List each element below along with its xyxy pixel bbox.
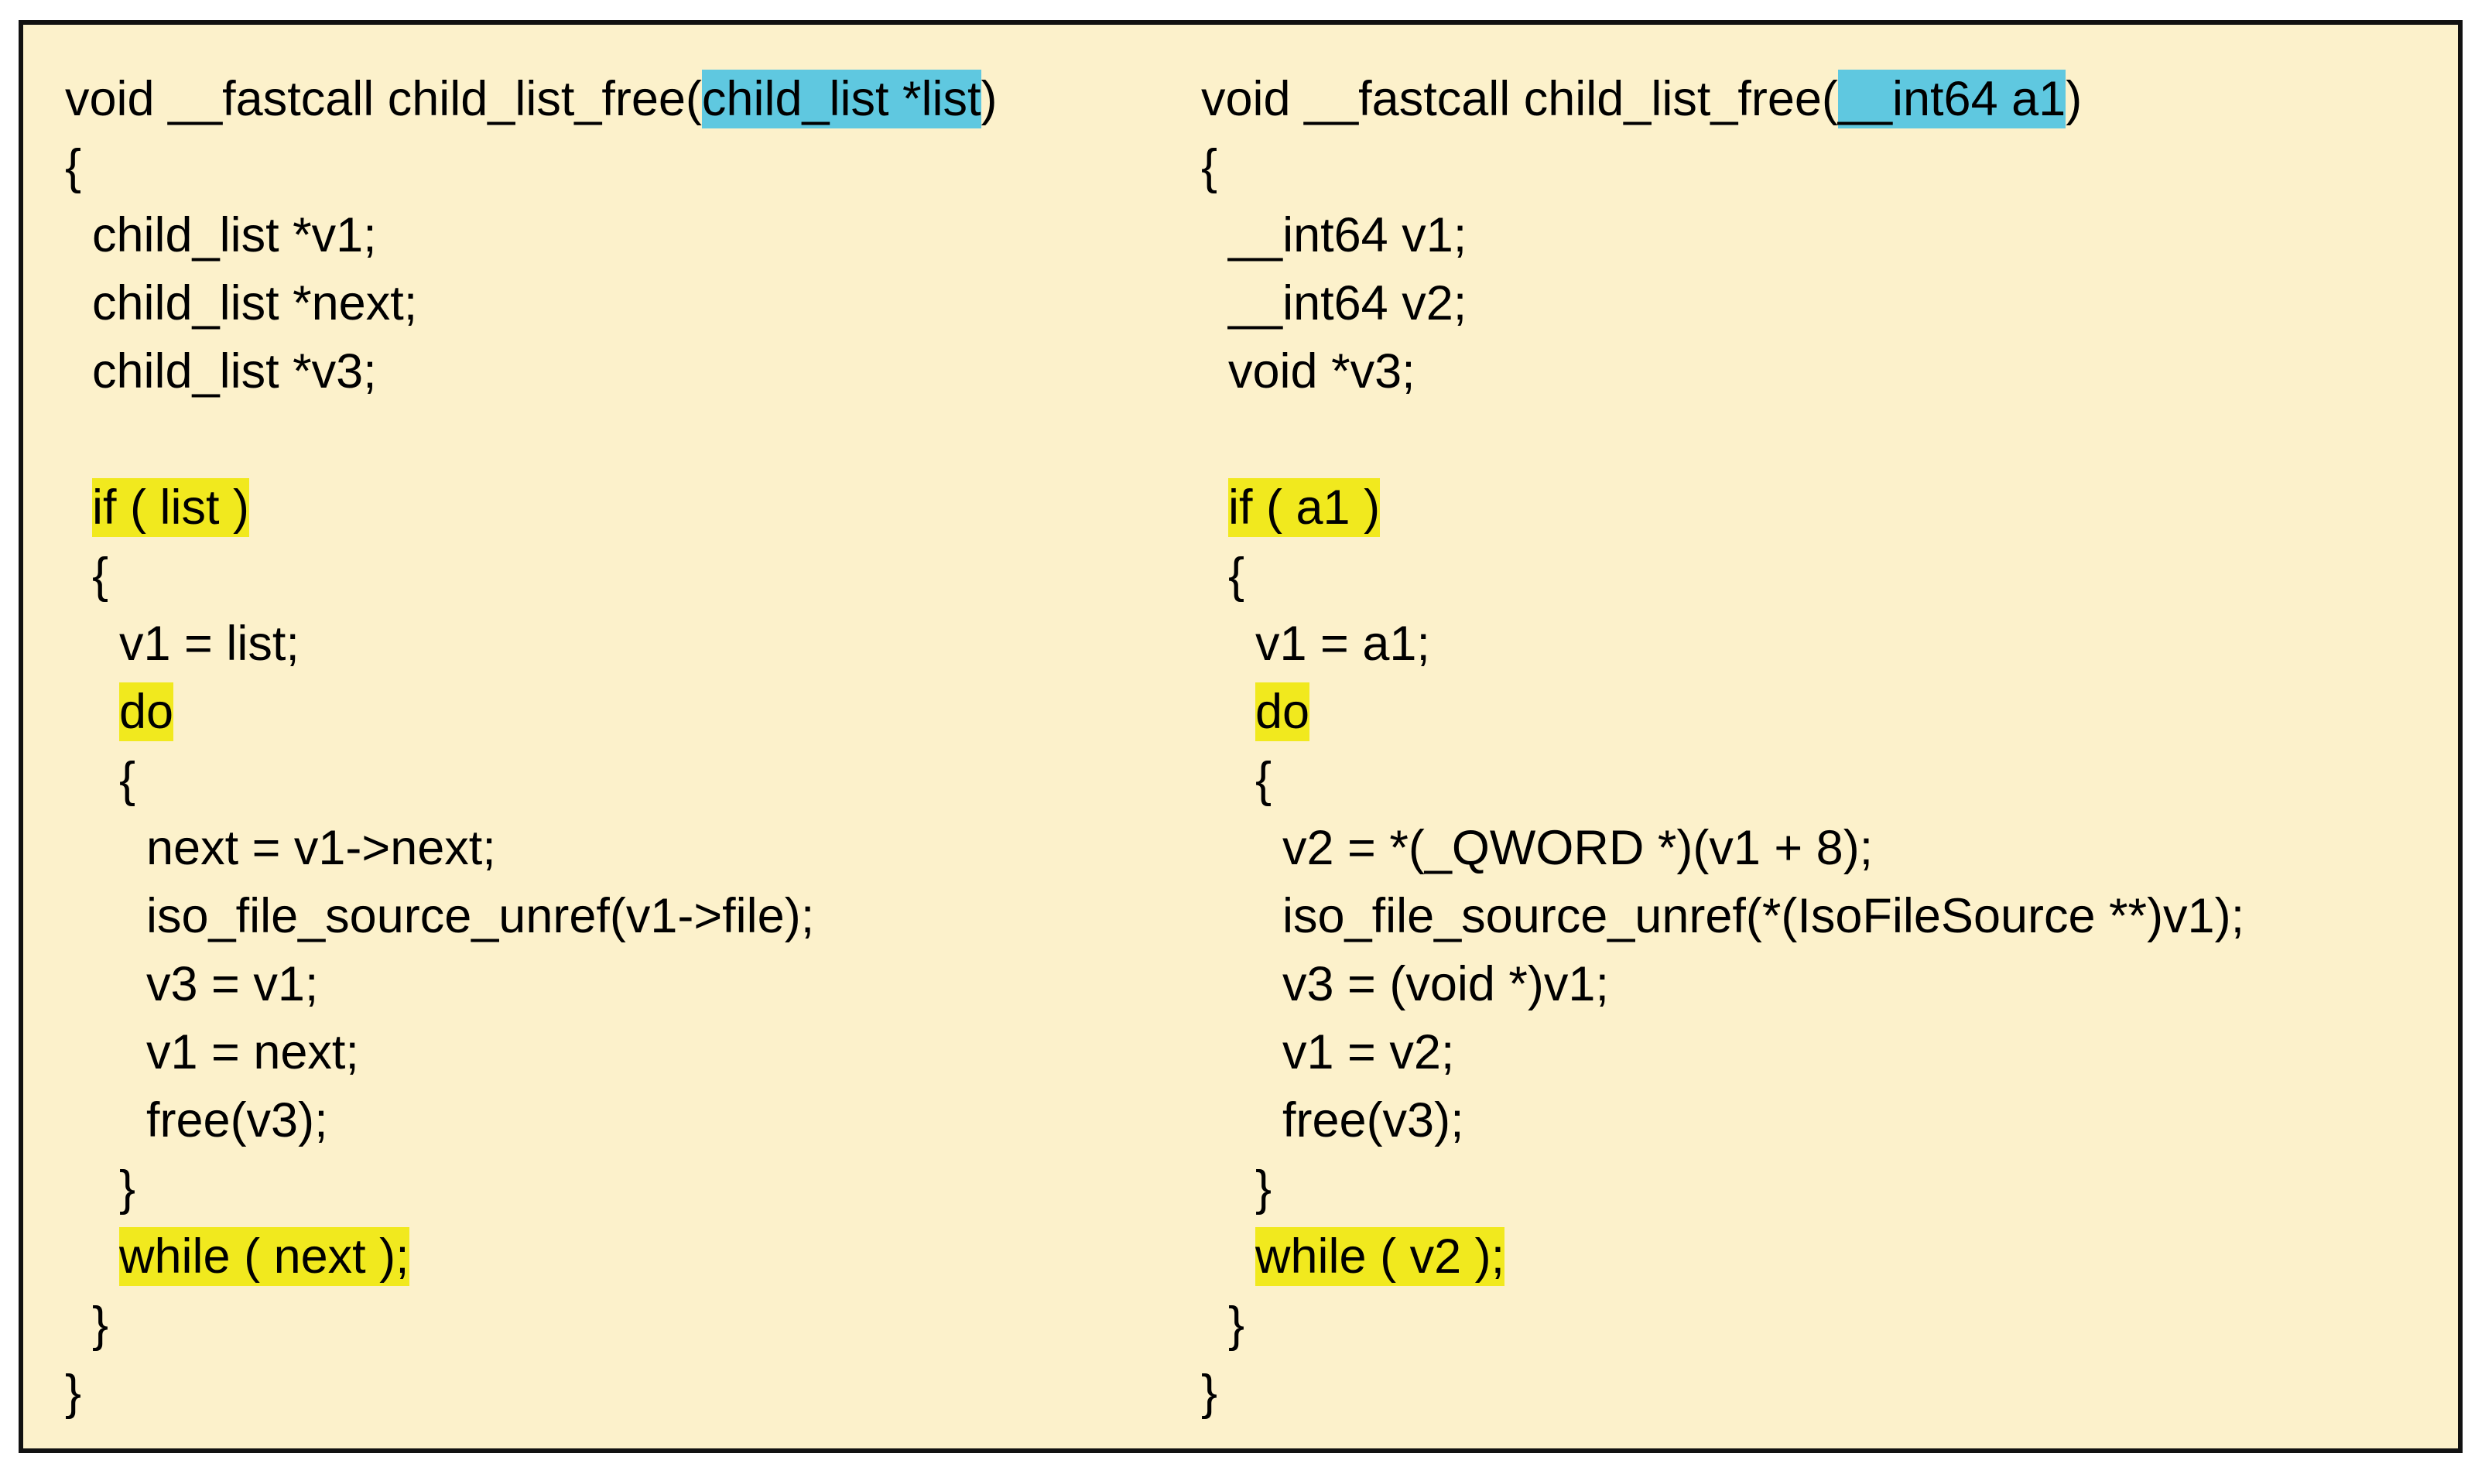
right-code-line: }	[1201, 1154, 2244, 1222]
code-text: v1 = v2;	[1201, 1025, 1455, 1079]
code-text: {	[65, 140, 82, 194]
highlighted-yellow-code: do	[1255, 682, 1310, 741]
right-code-line: {	[1201, 133, 2244, 201]
left-code-line: child_list *v3;	[65, 337, 998, 405]
left-code-line: iso_file_source_unref(v1->file);	[65, 882, 998, 950]
code-text	[65, 682, 119, 741]
right-code-line: }	[1201, 1291, 2244, 1359]
left-code-line: v3 = v1;	[65, 950, 998, 1018]
left-code-line: do	[65, 678, 998, 746]
code-text	[65, 478, 92, 537]
left-code-line: free(v3);	[65, 1086, 998, 1154]
code-text: }	[65, 1161, 136, 1216]
right-code-line: void __fastcall child_list_free(__int64 …	[1201, 65, 2244, 133]
code-text: void __fastcall child_list_free(	[65, 72, 702, 126]
highlighted-yellow-code: if ( a1 )	[1228, 478, 1381, 537]
code-text: child_list *v3;	[65, 344, 377, 398]
right-code-line: __int64 v2;	[1201, 269, 2244, 337]
code-text: }	[1201, 1161, 1272, 1216]
code-text: v1 = list;	[65, 617, 300, 671]
code-text	[1201, 1227, 1255, 1286]
right-code-line: v3 = (void *)v1;	[1201, 950, 2244, 1018]
code-text	[1201, 478, 1228, 537]
highlighted-yellow-code: while ( next );	[119, 1227, 409, 1286]
left-code-line: }	[65, 1154, 998, 1222]
highlighted-cyan-code: __int64 a1	[1837, 70, 2066, 128]
left-code-line: child_list *next;	[65, 269, 998, 337]
right-code-line: do	[1201, 678, 2244, 746]
code-text	[1201, 682, 1255, 741]
right-code-line: v1 = a1;	[1201, 610, 2244, 678]
code-text: v1 = next;	[65, 1025, 359, 1079]
right-code-line: {	[1201, 542, 2244, 610]
left-code-line: {	[65, 542, 998, 610]
code-text	[65, 1227, 119, 1286]
code-text: {	[1201, 549, 1245, 603]
left-code-line: }	[65, 1291, 998, 1359]
code-text: next = v1->next;	[65, 821, 496, 875]
code-text: }	[1201, 1366, 1218, 1420]
right-code-line: {	[1201, 746, 2244, 814]
code-text: void __fastcall child_list_free(	[1201, 72, 1838, 126]
right-code-line: while ( v2 );	[1201, 1222, 2244, 1291]
code-text: {	[65, 753, 136, 807]
right-code-line: free(v3);	[1201, 1086, 2244, 1154]
code-text: child_list *next;	[65, 276, 418, 330]
code-text: {	[65, 549, 109, 603]
left-code-line: {	[65, 746, 998, 814]
code-text: __int64 v1;	[1201, 208, 1467, 262]
left-code-line: child_list *v1;	[65, 201, 998, 269]
left-code-listing: void __fastcall child_list_free(child_li…	[65, 65, 998, 1427]
left-code-line: v1 = next;	[65, 1018, 998, 1086]
code-text: free(v3);	[1201, 1093, 1464, 1147]
code-text: child_list *v1;	[65, 208, 377, 262]
highlighted-yellow-code: do	[119, 682, 174, 741]
right-code-line: __int64 v1;	[1201, 201, 2244, 269]
code-text: {	[1201, 140, 1218, 194]
code-text: }	[1201, 1298, 1245, 1352]
left-code-line: next = v1->next;	[65, 814, 998, 882]
left-code-line: v1 = list;	[65, 610, 998, 678]
code-text: v2 = *(_QWORD *)(v1 + 8);	[1201, 821, 1874, 875]
code-text: iso_file_source_unref(v1->file);	[65, 889, 815, 943]
code-text: v3 = (void *)v1;	[1201, 957, 1609, 1011]
code-text: {	[1201, 753, 1272, 807]
right-code-line	[1201, 405, 2244, 474]
code-text: }	[65, 1298, 109, 1352]
code-text: }	[65, 1366, 82, 1420]
left-code-line: {	[65, 133, 998, 201]
right-code-line: v2 = *(_QWORD *)(v1 + 8);	[1201, 814, 2244, 882]
highlighted-cyan-code: child_list *list	[701, 70, 981, 128]
code-text: void *v3;	[1201, 344, 1415, 398]
right-code-line: v1 = v2;	[1201, 1018, 2244, 1086]
left-code-line: if ( list )	[65, 474, 998, 542]
left-code-line: void __fastcall child_list_free(child_li…	[65, 65, 998, 133]
decompiled-code-comparison-panel: void __fastcall child_list_free(child_li…	[19, 20, 2463, 1453]
highlighted-yellow-code: while ( v2 );	[1255, 1227, 1505, 1286]
highlighted-yellow-code: if ( list )	[92, 478, 249, 537]
code-text: __int64 v2;	[1201, 276, 1467, 330]
code-text: )	[981, 72, 998, 126]
right-code-listing: void __fastcall child_list_free(__int64 …	[1201, 65, 2244, 1427]
code-text: iso_file_source_unref(*(IsoFileSource **…	[1201, 889, 2245, 943]
code-text: v3 = v1;	[65, 957, 319, 1011]
code-text: free(v3);	[65, 1093, 328, 1147]
code-text: )	[2066, 72, 2083, 126]
right-code-line: }	[1201, 1359, 2244, 1427]
right-code-line: if ( a1 )	[1201, 474, 2244, 542]
right-code-line: void *v3;	[1201, 337, 2244, 405]
left-code-line	[65, 405, 998, 474]
code-text: v1 = a1;	[1201, 617, 1430, 671]
right-code-line: iso_file_source_unref(*(IsoFileSource **…	[1201, 882, 2244, 950]
left-code-line: while ( next );	[65, 1222, 998, 1291]
left-code-line: }	[65, 1359, 998, 1427]
